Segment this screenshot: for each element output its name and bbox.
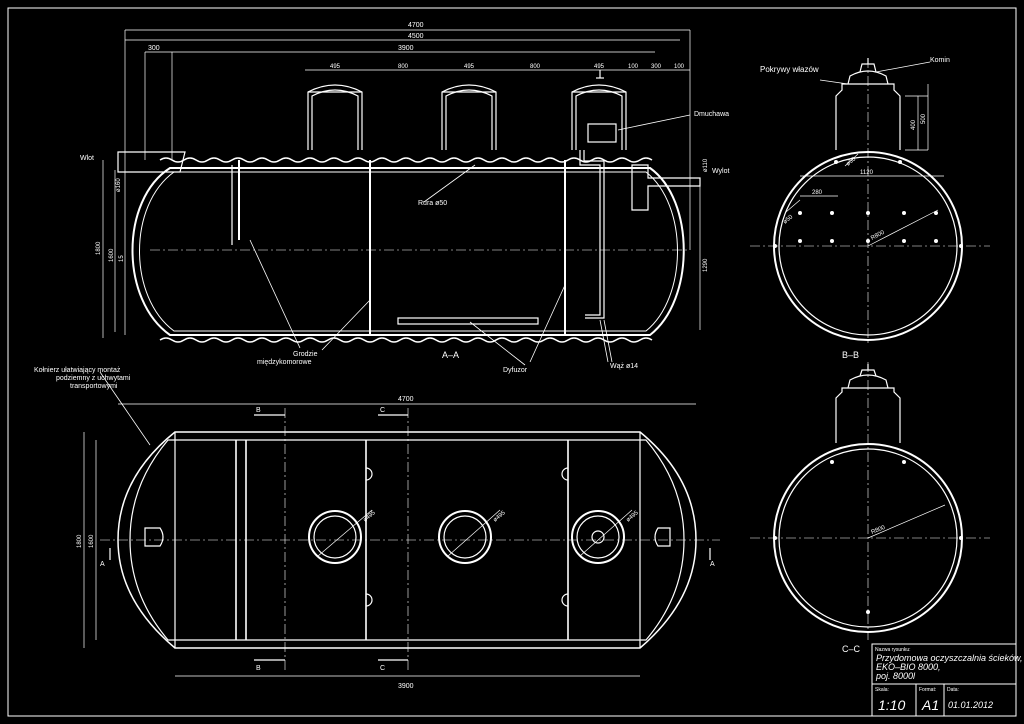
tb-format-label: Format: [919,687,936,693]
dim-overall-length: 4700 [408,22,424,29]
label-wylot: Wylot [712,168,729,175]
tb-format: A1 [921,697,939,713]
plan-dim-left-outer: 1800 [77,534,83,548]
bb-dim-hole-2: ø50 [782,214,794,226]
label-kolnierz-1: Kołnierz ułatwiający montaż [34,367,121,374]
plan-view [83,403,720,677]
section-mark-c-top: C [380,407,385,414]
label-pokrywy: Pokrywy włazów [760,65,819,74]
break-line-top [159,157,653,163]
dim-small-2: 300 [651,64,662,70]
dim-inner-length: 4500 [408,33,424,40]
plan-manhole-3 [571,510,625,564]
dim-cylindrical-length: 3900 [398,45,414,52]
label-dyfuzor: Dyfuzor [503,367,528,374]
diffuser [397,317,539,325]
manhole-1 [307,84,363,150]
dim-outlet-diameter: ø110 [703,158,709,172]
section-mark-a-right: A [710,561,715,568]
label-waz: Wąż ø14 [610,363,638,370]
blower-unit [587,123,617,143]
title-block [871,643,1017,717]
tb-date: 01.01.2012 [948,700,993,710]
tb-name-label: Nazwa rysunku: [875,647,911,653]
bb-holes [773,160,963,248]
tb-name-line-1: Przydomowa oczyszczalnia ścieków, typ [876,653,1024,663]
bb-dim-400: 400 [911,119,917,130]
section-aa [99,29,701,446]
dim-small-1: 100 [628,64,639,70]
cc-dim-radius: R800 [871,525,887,536]
section-cc-title: C–C [842,644,861,654]
dim-inlet-offset: 15 [119,255,125,262]
bb-dim-1120: 1120 [860,170,874,176]
plan-manhole-2 [438,510,492,564]
dim-left-offset: 300 [148,45,160,52]
dim-manhole-2: 495 [464,64,475,70]
manhole-3-with-blower [571,70,627,150]
section-aa-labels: 4700 4500 3900 300 495 800 495 800 495 1… [34,22,729,390]
label-rura: Rura ø50 [418,200,447,207]
section-bb [750,58,990,345]
air-hose [579,150,601,316]
dim-spacing-1: 800 [398,64,409,70]
dim-height-outer: 1800 [96,241,102,255]
label-kolnierz-3: transportowymi [70,383,118,390]
plan-dim-top: 4700 [398,396,414,403]
plan-dim-bottom: 3900 [398,683,414,690]
section-mark-b-top: B [256,407,261,414]
plan-dim-left-inner: 1600 [89,534,95,548]
plan-outline-inner [129,439,685,641]
section-mark-c-bottom: C [380,665,385,672]
bb-dim-500: 500 [921,113,927,124]
dim-small-3: 100 [674,64,685,70]
tank-body-outer [131,167,685,336]
tank-body-inner [139,171,678,332]
dim-inlet-diameter: ø160 [116,178,122,192]
label-kolnierz-2: podziemny z uchwytami [56,375,131,382]
cc-holes [773,460,963,614]
tb-name-line-3: poj. 8000l [875,671,916,681]
tb-scale-label: Skala: [875,687,889,693]
break-line-bottom [159,337,653,343]
tb-scale: 1:10 [878,697,905,713]
section-bb-title: B–B [842,350,859,360]
plan-manhole-1 [308,510,362,564]
inlet-pipe [117,151,186,173]
label-komin: Komin [930,57,950,64]
tb-name-line-2: EKO–BIO 8000, [876,662,941,672]
label-dmuchawa: Dmuchawa [694,111,729,118]
title-block-text: Nazwa rysunku: Przydomowa oczyszczalnia … [875,647,1024,713]
label-wlot: Wlot [80,155,94,162]
dim-spacing-2: 800 [530,64,541,70]
section-cc-labels: R800 C–C [842,525,887,654]
dim-manhole-1: 495 [330,64,341,70]
sheet-frame [7,7,1017,717]
section-mark-a-left: A [100,561,105,568]
bb-dim-280: 280 [812,190,823,196]
tb-date-label: Data: [947,687,959,693]
bb-dim-hole-1: ø50 [845,156,857,168]
dim-outlet-height: 1290 [703,258,709,272]
section-aa-title: A–A [442,350,459,360]
dim-height-inner: 1600 [109,248,115,262]
section-mark-b-bottom: B [256,665,261,672]
label-grodzie-1: Grodzie [293,351,318,358]
dim-manhole-3: 495 [594,64,605,70]
manhole-2 [441,84,497,150]
label-grodzie-2: międzykomorowe [257,359,312,366]
